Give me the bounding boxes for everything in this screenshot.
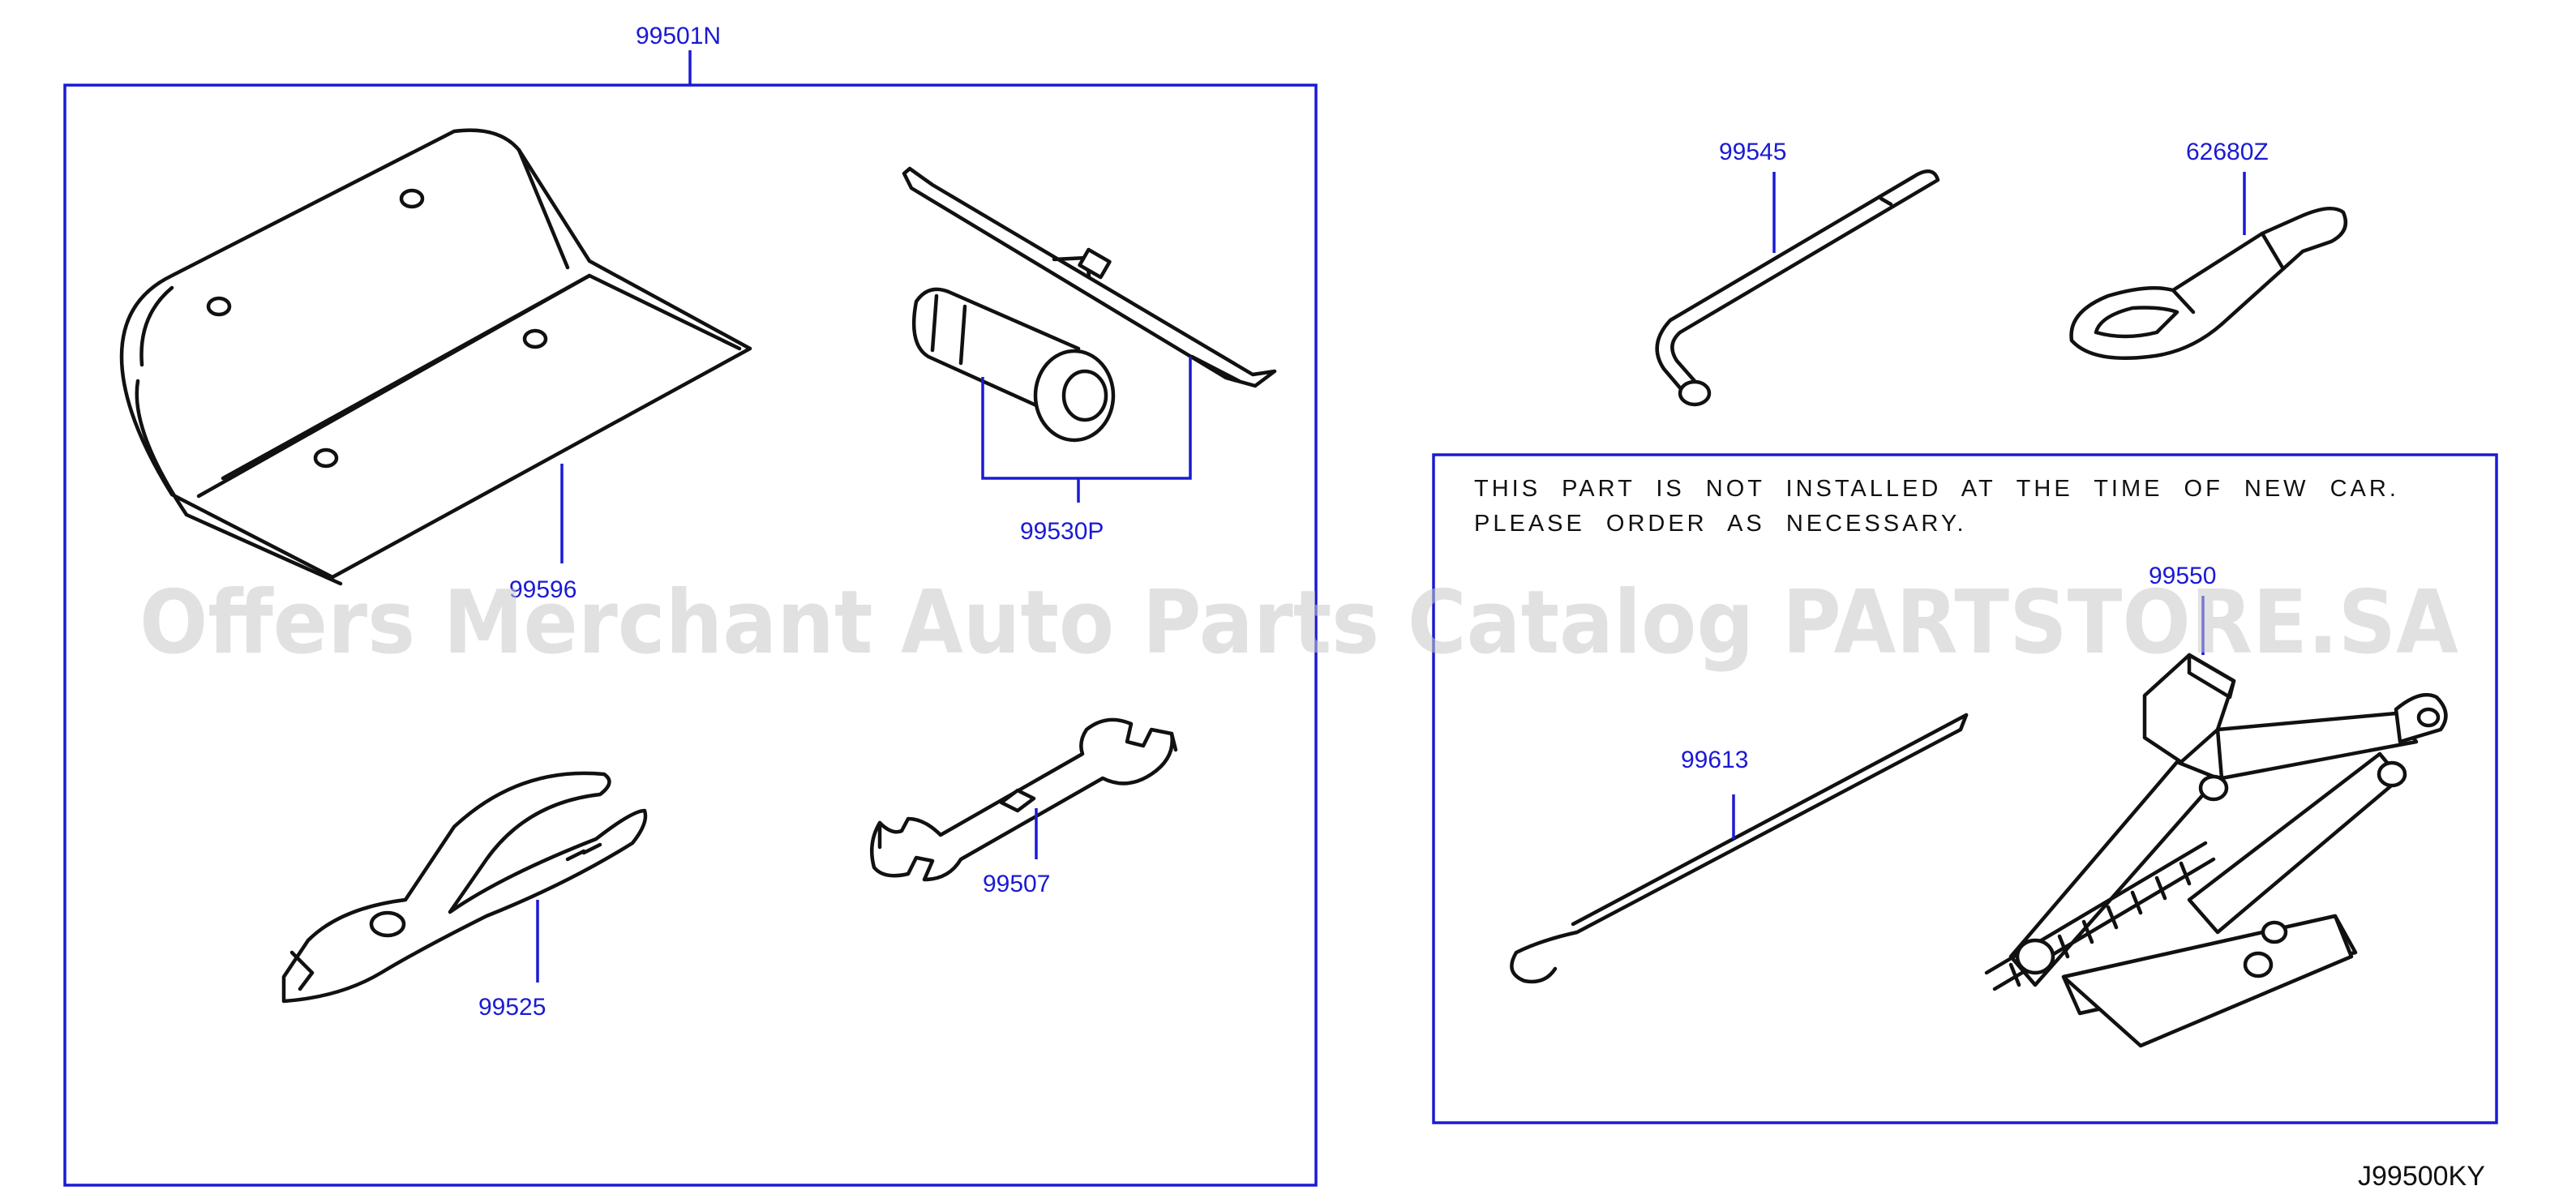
scissor-jack-drawing xyxy=(1984,653,2448,1048)
drawing-code: J99500KY xyxy=(2358,1161,2485,1192)
not-installed-note-line2: PLEASE ORDER AS NECESSARY. xyxy=(1474,511,1967,537)
jack-rod-drawing xyxy=(1510,713,1969,984)
lug-wrench-drawing xyxy=(1655,169,1940,407)
tool-mat-drawing xyxy=(119,128,752,586)
label-wrench[interactable]: 99507 xyxy=(983,871,1050,897)
screwdriver-drawing xyxy=(902,166,1277,388)
label-tow-hook[interactable]: 62680Z xyxy=(2186,139,2269,165)
watermark-text: Offers Merchant Auto Parts Catalog PARTS… xyxy=(139,572,2458,674)
socket-handle-drawing xyxy=(911,287,1116,443)
label-kit[interactable]: 99501N xyxy=(636,23,721,49)
label-jack[interactable]: 99550 xyxy=(2149,563,2216,589)
label-pliers[interactable]: 99525 xyxy=(478,994,546,1021)
label-lug-wrench[interactable]: 99545 xyxy=(1719,139,1786,165)
not-installed-note-line1: THIS PART IS NOT INSTALLED AT THE TIME O… xyxy=(1474,476,2399,502)
label-jack-rod[interactable]: 99613 xyxy=(1681,747,1748,773)
wrench-drawing xyxy=(869,717,1178,882)
not-installed-box xyxy=(1432,453,2498,1124)
label-handle-set[interactable]: 99530P xyxy=(1020,518,1104,545)
tow-hook-drawing xyxy=(2069,206,2348,360)
pliers-drawing xyxy=(281,771,648,1004)
label-mat[interactable]: 99596 xyxy=(509,576,576,603)
